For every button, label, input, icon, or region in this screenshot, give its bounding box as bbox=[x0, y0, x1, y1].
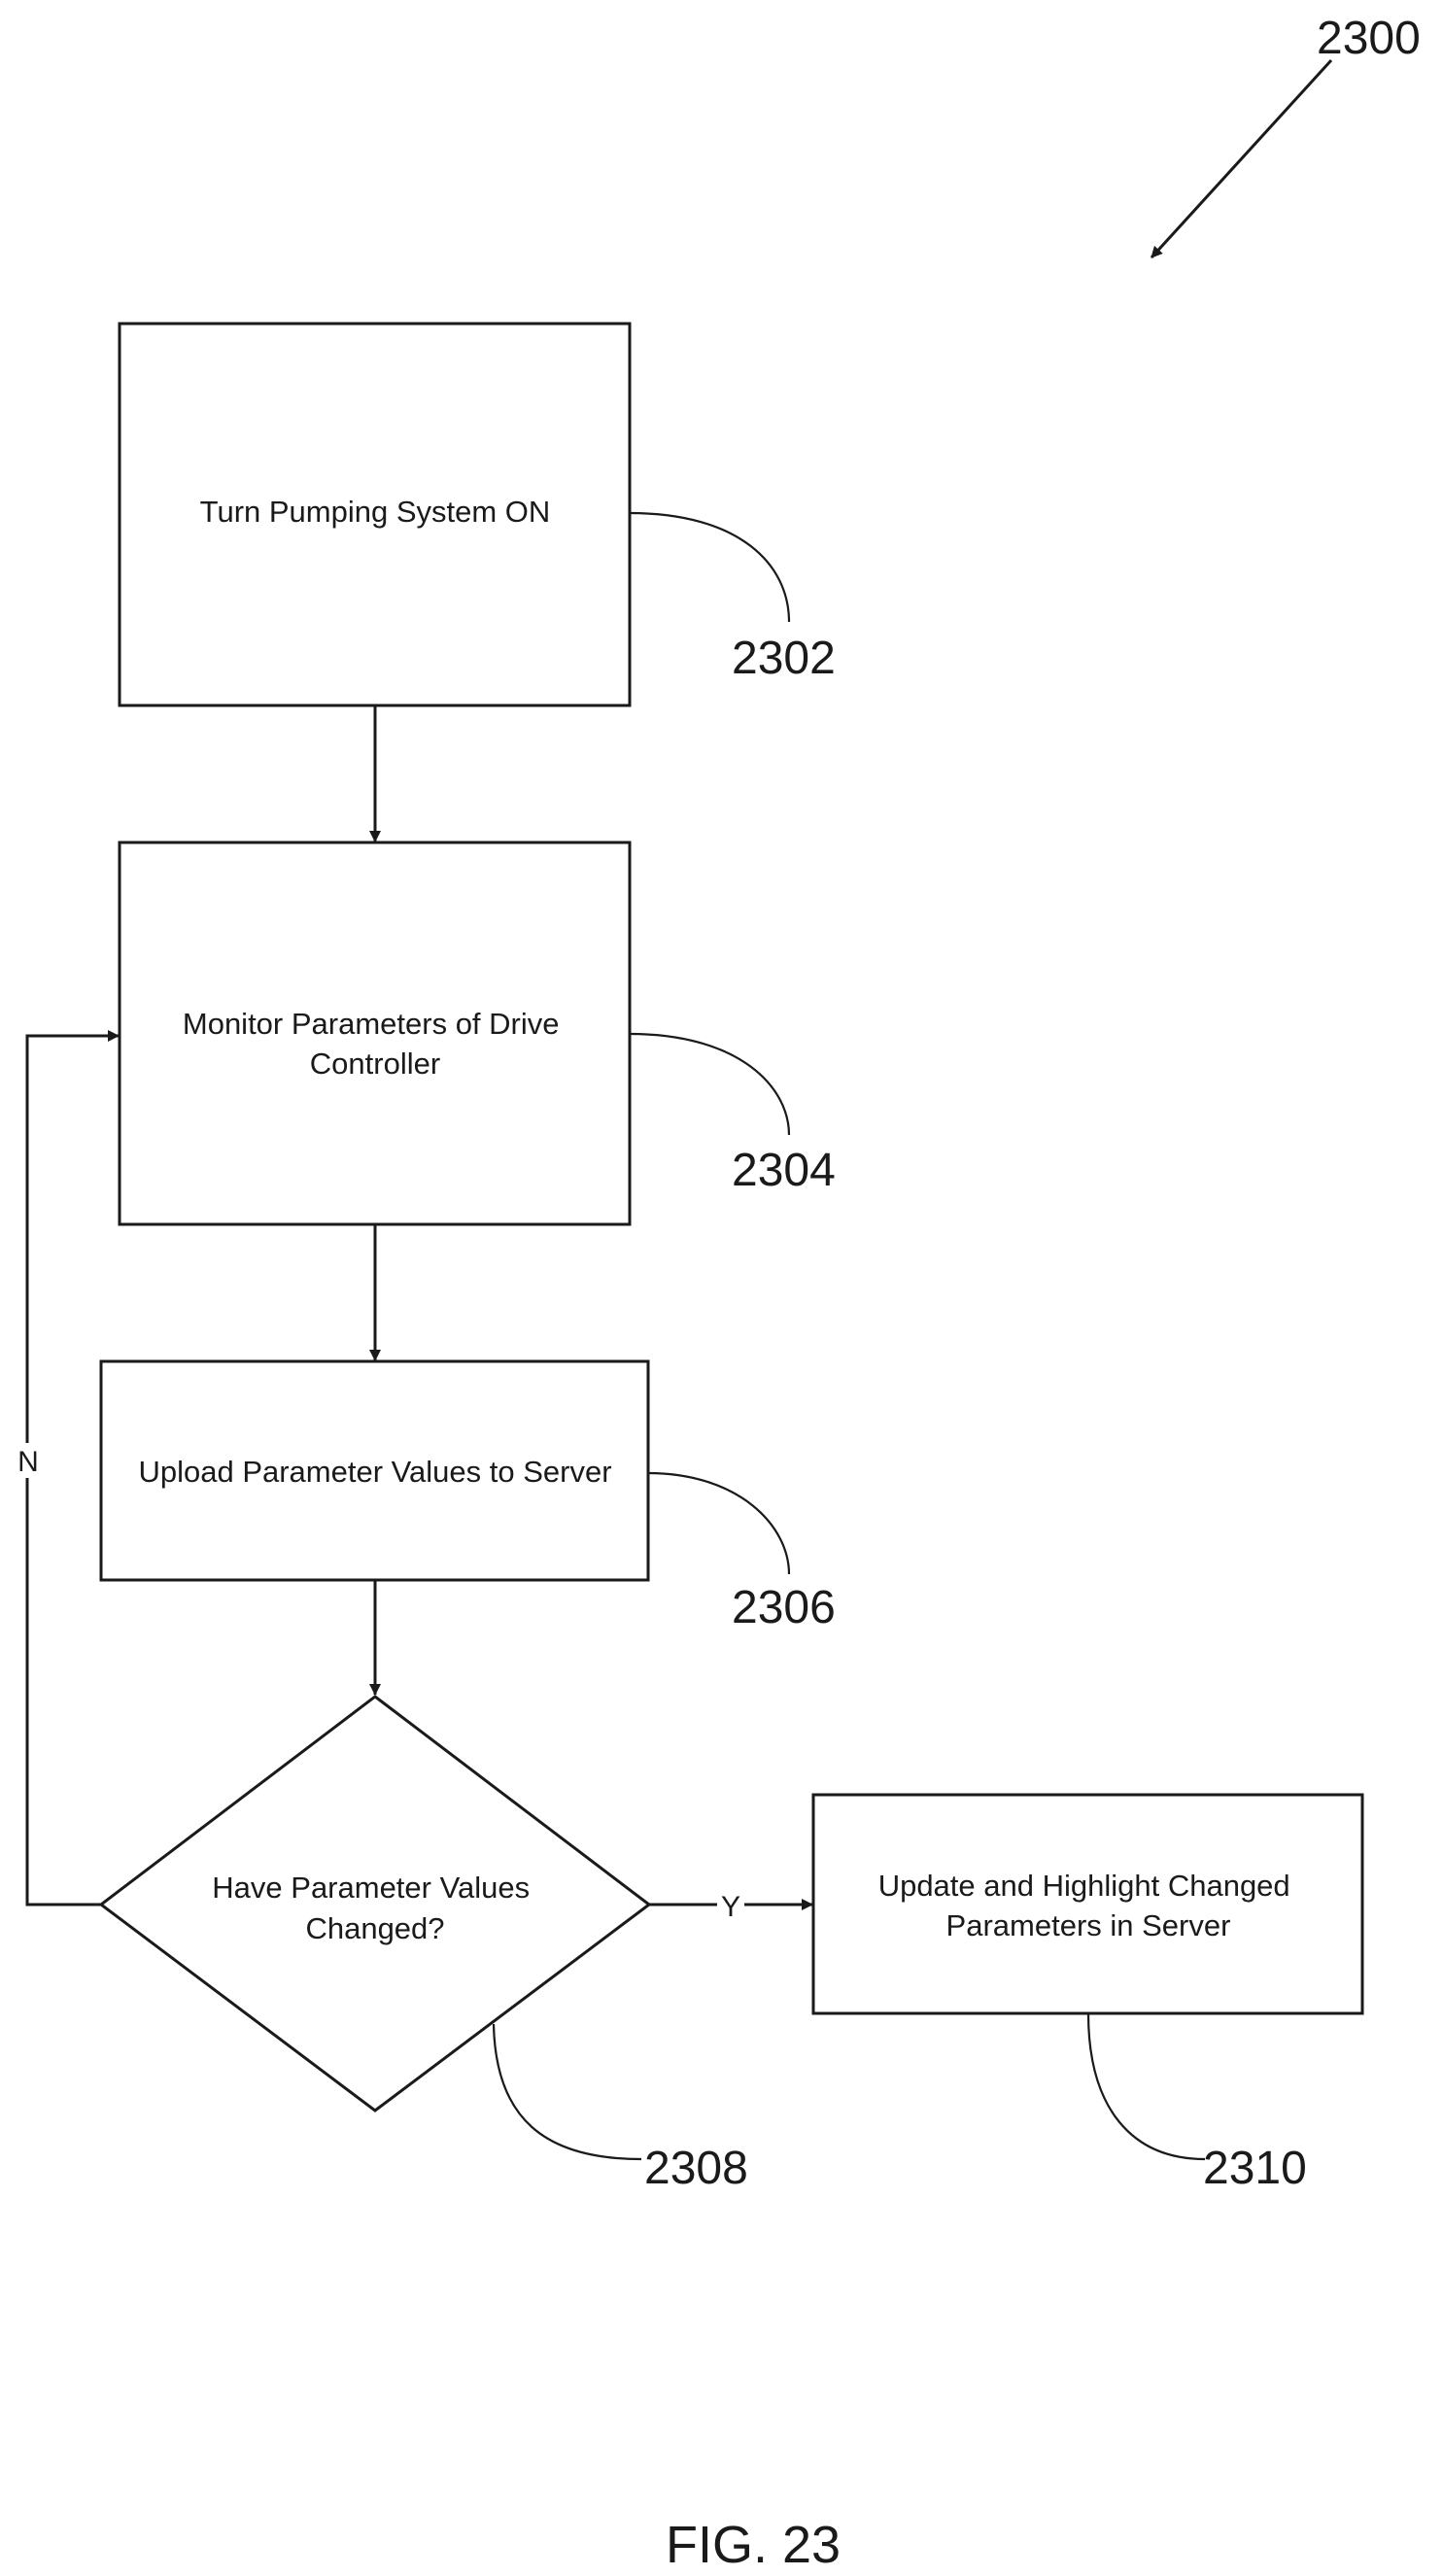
step-2302-text: Turn Pumping System ON bbox=[200, 495, 551, 529]
decision-2308-line-1: Have Parameter Values bbox=[212, 1871, 530, 1905]
step-2306-line-1: Upload Parameter Values to Server bbox=[138, 1455, 611, 1489]
step-2304-line-2: Controller bbox=[310, 1047, 440, 1081]
figure-caption: FIG. 23 bbox=[666, 2516, 841, 2574]
decision-2308-ref: 2308 bbox=[644, 2143, 748, 2194]
step-2304-ref: 2304 bbox=[732, 1145, 836, 1196]
diagram-ref-arrow bbox=[1151, 60, 1331, 258]
step-2302-leader bbox=[630, 513, 789, 622]
step-2306-text: Upload Parameter Values to Server bbox=[138, 1455, 611, 1489]
step-2306-ref: 2306 bbox=[732, 1582, 836, 1633]
step-2310-ref: 2310 bbox=[1203, 2143, 1307, 2194]
yes-branch-label: Y bbox=[721, 1891, 740, 1923]
step-2302-ref: 2302 bbox=[732, 633, 836, 684]
step-2306: Upload Parameter Values to Server 2306 bbox=[101, 1361, 836, 1633]
no-branch-label: N bbox=[17, 1446, 39, 1478]
decision-2308-line-2: Changed? bbox=[305, 1911, 444, 1945]
step-2310-leader bbox=[1088, 2013, 1205, 2159]
step-2310-box bbox=[813, 1795, 1362, 2013]
step-2310-line-1: Update and Highlight Changed bbox=[878, 1869, 1290, 1903]
diagram-ref-label: 2300 bbox=[1317, 13, 1421, 64]
step-2302: Turn Pumping System ON 2302 bbox=[120, 324, 836, 705]
decision-2308: Have Parameter Values Changed? 2308 bbox=[101, 1697, 748, 2194]
decision-2308-leader bbox=[494, 2024, 641, 2159]
step-2304-leader bbox=[630, 1034, 789, 1135]
step-2306-leader bbox=[648, 1473, 789, 1574]
step-2304-line-1: Monitor Parameters of Drive bbox=[183, 1007, 560, 1041]
step-2302-line-1: Turn Pumping System ON bbox=[200, 495, 551, 529]
step-2310-line-2: Parameters in Server bbox=[946, 1908, 1231, 1942]
step-2310: Update and Highlight Changed Parameters … bbox=[813, 1795, 1362, 2194]
step-2304: Monitor Parameters of Drive Controller 2… bbox=[120, 842, 836, 1224]
